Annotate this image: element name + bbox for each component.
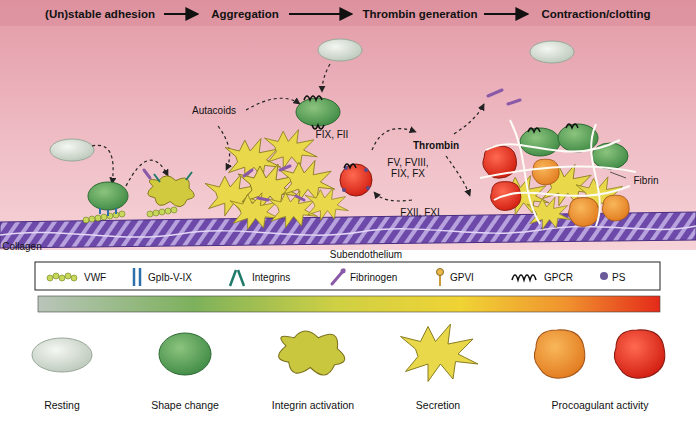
stage-heading: Contraction/clotting: [541, 9, 650, 20]
aggregation-scene: [205, 39, 372, 230]
thrombin-label: Thrombin: [413, 140, 459, 151]
autacoid-label: Autacoids: [192, 105, 236, 116]
legend-text: Fibrinogen: [350, 272, 397, 283]
state-label: Resting: [44, 400, 80, 411]
stage-heading: (Un)stable adhesion: [45, 9, 155, 20]
stage-heading: Thrombin generation: [363, 9, 478, 20]
legend-text: GPVI: [450, 272, 474, 283]
collagen-fiber: [0, 226, 696, 237]
legend-text: VWF: [84, 272, 106, 283]
clot-scene: [480, 41, 636, 229]
state-label: Secretion: [416, 400, 460, 411]
factor-label: FXII, FXI: [400, 207, 439, 218]
adhesion-scene: [50, 139, 194, 223]
activation-gradient: [38, 296, 660, 312]
state-label: Shape change: [151, 400, 219, 411]
factor-label: FIX, FII: [316, 129, 349, 140]
legend-box: [35, 262, 660, 290]
thrombin-cycle: [372, 104, 484, 201]
collagen-label: Collagen: [2, 241, 41, 252]
legend-text: GpIb-V-IX: [148, 272, 192, 283]
legend-text: GPCR: [544, 272, 573, 283]
state-label: Procoagulant activity: [552, 400, 649, 411]
tissue-label: Subendothelium: [330, 249, 402, 260]
fibrinogen-symbol: [488, 90, 520, 104]
platelet-states: [32, 324, 665, 382]
stage-heading: Aggregation: [211, 9, 279, 20]
factor-label: FV, FVIII, FIX, FX: [382, 157, 434, 179]
fibrin-label: Fibrin: [633, 175, 658, 186]
header-band: [0, 0, 696, 26]
legend-text: Integrins: [252, 272, 290, 283]
legend-symbols: [47, 268, 608, 286]
legend-text: PS: [612, 272, 625, 283]
state-label: Integrin activation: [272, 400, 354, 411]
vessel-lumen: [0, 0, 696, 250]
